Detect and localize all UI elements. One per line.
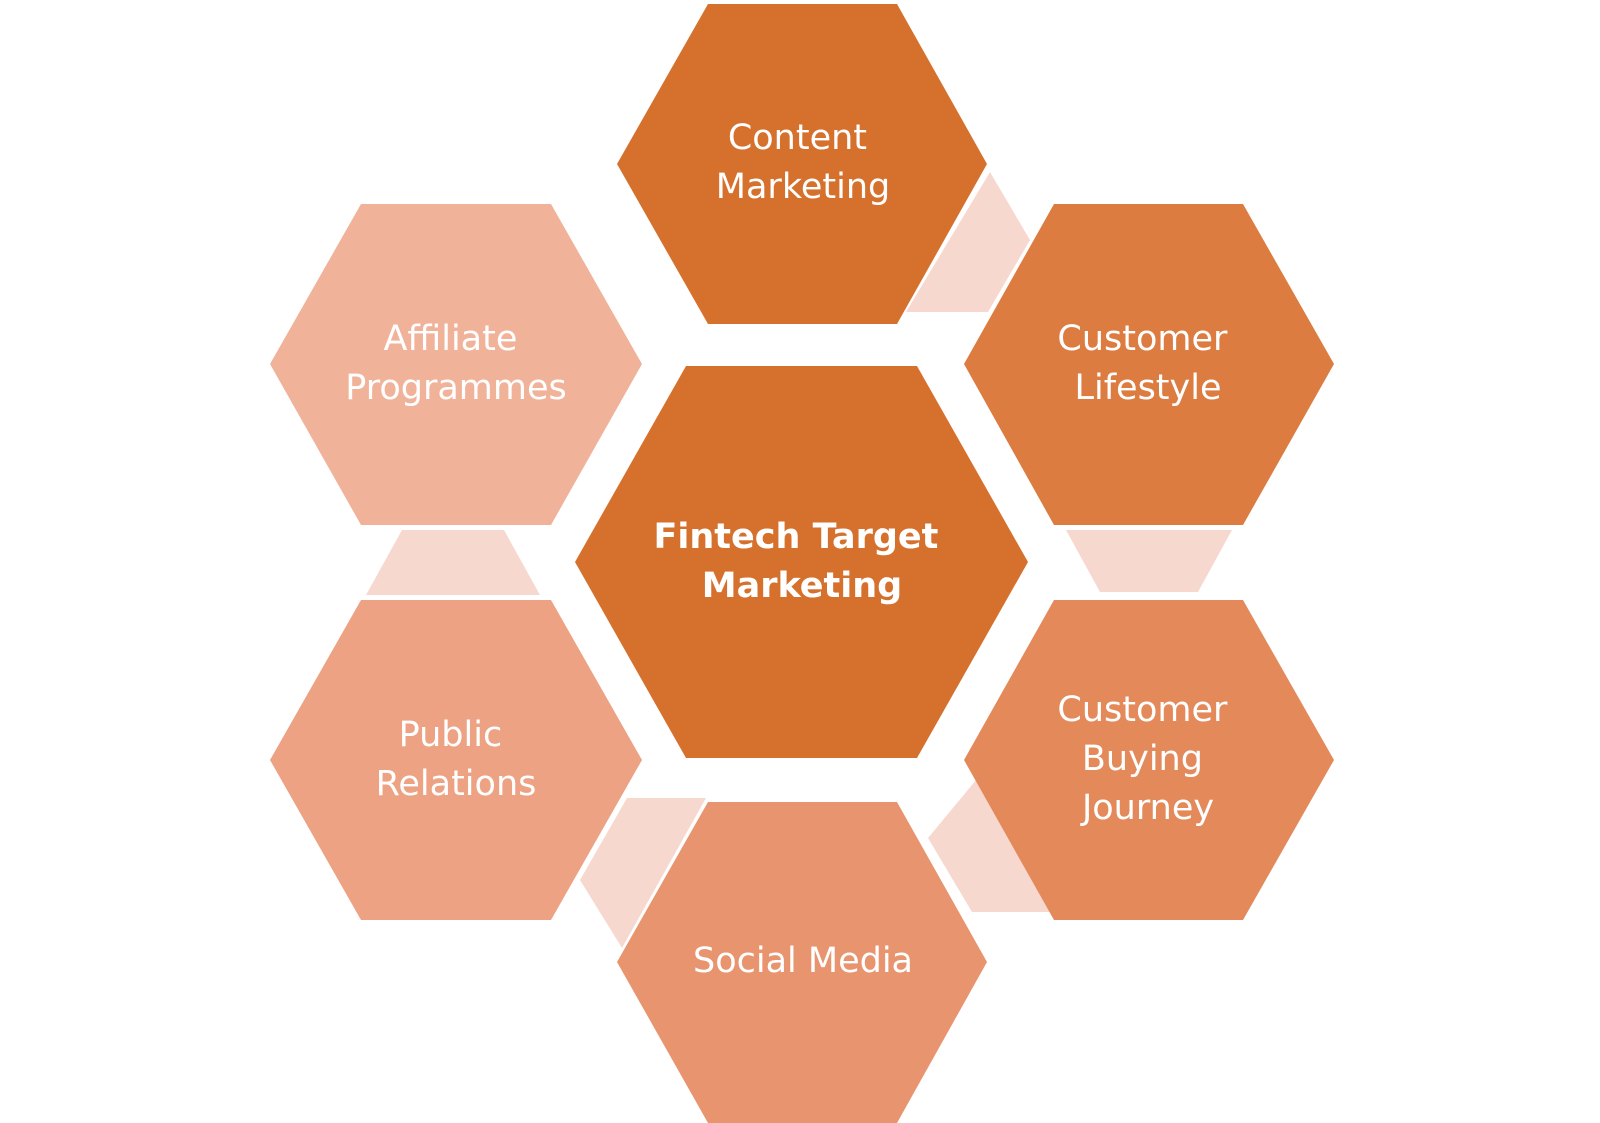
center-hexagon bbox=[575, 366, 1028, 758]
connector-lifestyle-journey bbox=[1066, 530, 1232, 592]
customer-lifestyle-label: Customer Lifestyle bbox=[1057, 319, 1238, 408]
customer-lifestyle-hexagon bbox=[964, 204, 1334, 525]
customer-buying-journey-label-line-1: Customer bbox=[1057, 690, 1228, 730]
content-marketing-label-line-2: Marketing bbox=[716, 167, 890, 207]
labels: Fintech Target Marketing Content Marketi… bbox=[345, 118, 1238, 981]
connector-relations-affiliate bbox=[366, 530, 540, 595]
affiliate-programmes-label: Affiliate Programmes bbox=[345, 319, 567, 408]
affiliate-programmes-label-line-2: Programmes bbox=[345, 368, 567, 408]
public-relations-hexagon bbox=[270, 600, 642, 920]
social-media-label: Social Media bbox=[693, 941, 913, 981]
customer-buying-journey-label-line-3: Journey bbox=[1080, 788, 1214, 828]
public-relations-label-line-1: Public bbox=[399, 715, 503, 755]
customer-buying-journey-label: Customer Buying Journey bbox=[1057, 690, 1238, 828]
content-marketing-hexagon bbox=[617, 4, 987, 324]
public-relations-label: Public Relations bbox=[376, 715, 537, 804]
hexagons bbox=[270, 4, 1334, 1123]
affiliate-programmes-hexagon bbox=[270, 204, 642, 525]
content-marketing-label-line-1: Content bbox=[728, 118, 867, 158]
customer-lifestyle-label-line-1: Customer bbox=[1057, 319, 1228, 359]
connector-journey-social bbox=[928, 768, 1050, 912]
public-relations-label-line-2: Relations bbox=[376, 764, 537, 804]
connectors bbox=[366, 172, 1232, 948]
customer-buying-journey-hexagon bbox=[964, 600, 1334, 920]
customer-lifestyle-label-line-2: Lifestyle bbox=[1074, 368, 1221, 408]
content-marketing-label: Content Marketing bbox=[716, 118, 890, 207]
center-label-line-1: Fintech Target bbox=[653, 517, 938, 557]
social-media-label-line-1: Social Media bbox=[693, 941, 913, 981]
customer-buying-journey-label-line-2: Buying bbox=[1082, 739, 1203, 779]
center-label-line-2: Marketing bbox=[702, 566, 902, 606]
center-label: Fintech Target Marketing bbox=[653, 517, 950, 606]
connector-social-relations bbox=[580, 798, 706, 948]
connector-content-lifestyle bbox=[906, 172, 1030, 312]
affiliate-programmes-label-line-1: Affiliate bbox=[383, 319, 517, 359]
social-media-hexagon bbox=[617, 802, 987, 1123]
